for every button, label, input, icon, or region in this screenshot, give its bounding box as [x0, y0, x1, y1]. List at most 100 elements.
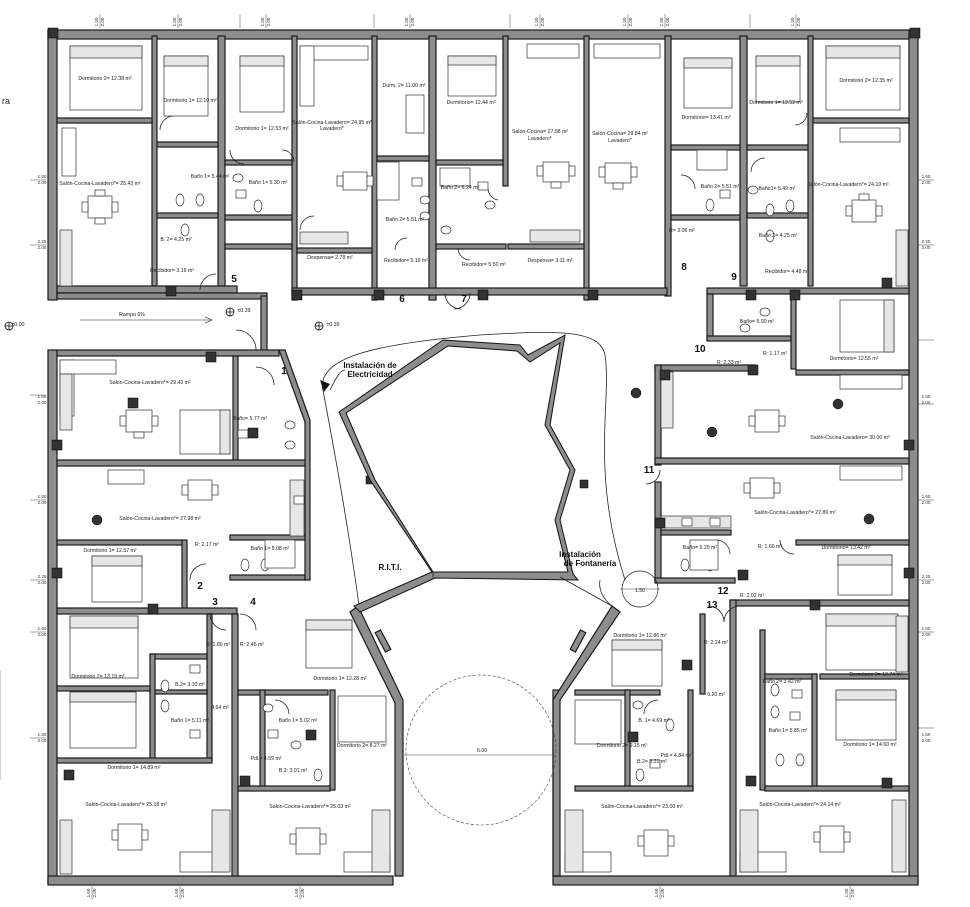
dimension-label: 1.50 [534, 17, 539, 26]
room-label: B.2= 3.10 m² [175, 682, 205, 688]
room-label: Baño 1= 5.02 m² [279, 718, 318, 724]
unit-number: 12 [717, 586, 729, 597]
room-label: ±0.39 [238, 308, 251, 314]
dimension-label: 2.00 [796, 17, 801, 26]
dimension-label: 1.50 [922, 626, 931, 631]
room-label: Salón-Cocina= 27.98 m² [512, 129, 568, 135]
room-label: R: 2.17 m² [195, 542, 219, 548]
dimension-label: 2.00 [665, 17, 670, 26]
unit-number: 7 [461, 294, 467, 305]
room-label: Baño 2= 5.51 m² [386, 217, 425, 223]
dimension-label: 2.00 [660, 888, 665, 897]
dining-table-4 [598, 162, 638, 190]
dimension-label: 2.00 [178, 17, 183, 26]
room-label: Dormitorio 2= 8.27 m² [337, 743, 388, 749]
room-label: R: 2.33 m² [717, 360, 741, 366]
dining-table-8 [748, 409, 786, 433]
dining-table-2 [336, 171, 374, 191]
room-label: Dormitorio 1= 12.57 m² [83, 548, 136, 554]
door-swings [159, 112, 808, 715]
unit-number: 10 [694, 344, 706, 355]
electricity-label: Instalación de [343, 361, 397, 370]
room-label: Baño 2= 6.24 m² [441, 185, 480, 191]
room-label: B.2= 3.21 m² [637, 759, 667, 765]
electricity-label: Electricidad [347, 370, 392, 379]
room-label: Pdl.= 4.59 m² [251, 756, 282, 762]
dining-table-5 [845, 193, 883, 223]
dimension-label: 1.50 [294, 888, 299, 897]
washbasins [189, 177, 803, 769]
room-label: Salón-Cocina-Lavadero*= 27.89 m² [754, 510, 836, 516]
room-label: Recibidor= 4.48 m² [765, 269, 809, 275]
room-label: Baño 1= 5.30 m² [249, 180, 288, 186]
dimension-label: 1.50 [38, 732, 47, 737]
room-label: Dormitorio 1= 12.53 m² [235, 126, 288, 132]
room-label: Dormitorio 2= 13.19 m² [71, 674, 124, 680]
unit-number: 4 [250, 597, 256, 608]
dimension-label: 2.00 [922, 738, 931, 743]
room-label: Salón-Cocina-Lavadero*= 24.14 m² [759, 802, 841, 808]
room-label: Despensa= 2.78 m² [307, 255, 353, 261]
dining-table-11 [289, 827, 327, 855]
room-label: Lavadero* [608, 138, 632, 144]
room-label: B.2: 3.01 m² [279, 768, 308, 774]
dining-table-9 [743, 477, 781, 499]
room-label: Rampa 6% [119, 312, 145, 318]
room-label: Baño 2= 4.25 m² [759, 233, 798, 239]
dimension-label: 1.50 [922, 494, 931, 499]
upper-wing-walls [56, 35, 910, 352]
unit-number: 3 [212, 597, 218, 608]
room-label: Despensa= 3.11 m² [527, 258, 572, 264]
dimension-label: 2.00 [922, 632, 931, 637]
dining-table-6 [119, 409, 159, 439]
unit-number: 2 [197, 581, 203, 592]
room-label: Pdl.= 4.84 m² [661, 753, 692, 759]
dimension-label: 1.50 [922, 394, 931, 399]
room-label: ±0.39 [327, 322, 340, 328]
dimension-label: 2.00 [38, 180, 47, 185]
room-label: Recibidor= 3.19 m² [150, 268, 194, 274]
central-installations [320, 331, 660, 826]
room-label: Salón-Cocina-Lavadero*= 23.00 m² [601, 804, 683, 810]
dimension-label: 2.00 [850, 888, 855, 897]
unit-number: 13 [706, 600, 718, 611]
riti-label: R.I.T.I. [378, 563, 401, 572]
dimension-label: 2.00 [38, 580, 47, 585]
level-markers [4, 307, 324, 331]
room-label: Baño 2= 5.51 m² [701, 184, 740, 190]
room-label: Salón-Cocina-Lavadero= 24.95 m² [292, 120, 372, 126]
dimension-label: 1.50 [38, 174, 47, 179]
room-label: Dormitorio 2= 12.35 m² [839, 78, 892, 84]
dimension-label: 1.50 [260, 17, 265, 26]
room-label: Dormitorio 2= 9.15 m² [597, 743, 648, 749]
unit-number: 11 [644, 465, 655, 476]
room-label: Salón-Cocina-Lavadero*= 25.03 m² [269, 804, 351, 810]
room-label: Dormitorio= 13.41 m² [682, 115, 731, 121]
dimension-label: 2.25 [38, 239, 47, 244]
room-label: ±0.00 [12, 322, 25, 328]
dimension-label: 1.50 [659, 17, 664, 26]
lower-central-walls [349, 605, 621, 877]
dimension-label: 1.50 [635, 588, 645, 594]
dimension-label: 2.00 [922, 500, 931, 505]
unit-number: 8 [681, 262, 687, 273]
room-label: Dormitorio 1= 14.89 m² [107, 765, 160, 771]
room-label: R= 3.06 m² [669, 228, 695, 234]
dining-table-3 [536, 161, 576, 189]
room-label: Salón-Cocina-Lavadero*= 27.98 m² [119, 516, 201, 522]
room-label: B. 2= 4.25 m² [160, 237, 192, 243]
room-label: R: 1.17 m² [763, 351, 787, 357]
dining-table-13 [813, 825, 851, 853]
dimension-label: 2.00 [38, 632, 47, 637]
room-label: Baño 1= 5.85 m² [769, 728, 808, 734]
room-label: Baño1= 5.49 m² [758, 186, 795, 192]
dining-table-7 [181, 479, 219, 501]
room-label: Baño= 5.29 m² [683, 545, 717, 551]
dimension-label: 2.25 [922, 239, 931, 244]
unit-number: 9 [731, 272, 737, 283]
room-label: Dormitorio 1= 12.28 m² [313, 676, 366, 682]
living-furniture [59, 43, 909, 875]
room-label: B. 1= 4.69 m² [638, 718, 670, 724]
room-label: Dormitorio 2= 12.38 m² [78, 76, 131, 82]
